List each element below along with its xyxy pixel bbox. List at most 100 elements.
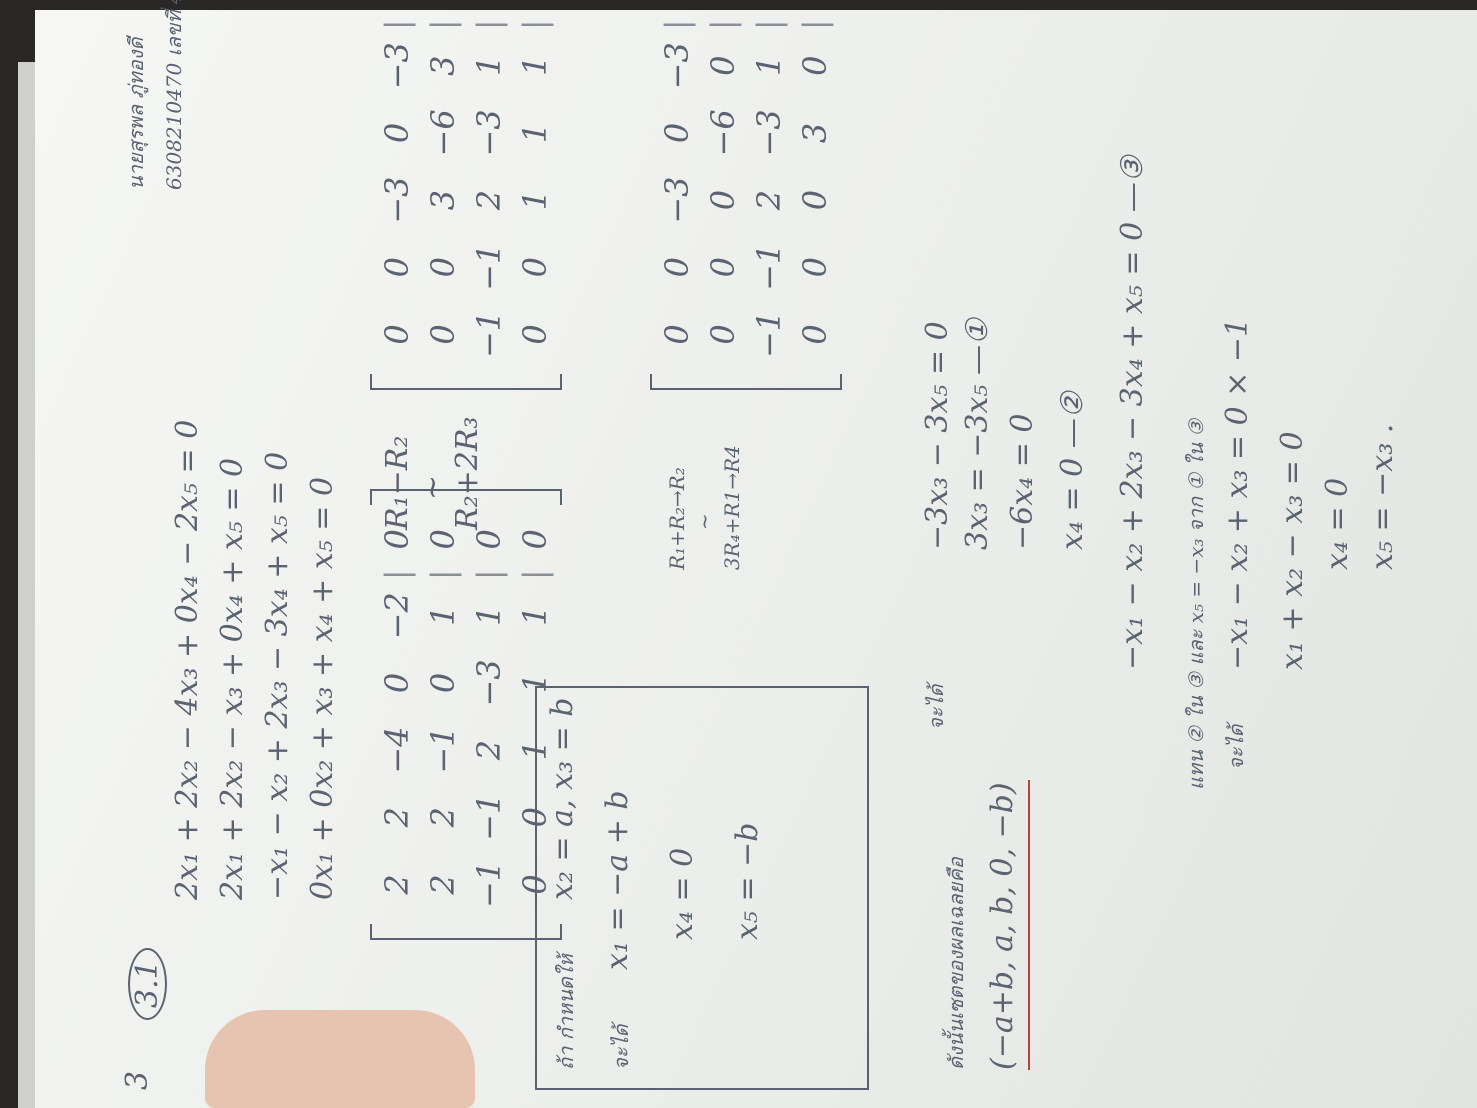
answer-underline bbox=[1028, 780, 1030, 1070]
matrix-cell: 0 bbox=[516, 529, 554, 550]
augment-separator: | bbox=[796, 19, 834, 31]
problem-label: 3.1 bbox=[128, 948, 167, 1020]
student-id: 6308210470 เลขที่ 44 bbox=[162, 0, 186, 190]
matrix-cell: 1 bbox=[470, 55, 508, 76]
matrix-cell: 1 bbox=[470, 605, 508, 626]
matrix-cell: 0 bbox=[424, 672, 462, 694]
matrix-cell: −3 bbox=[378, 42, 416, 90]
matrix-cell: 3 bbox=[424, 55, 462, 76]
matrix-cell: 3 bbox=[424, 189, 462, 211]
substitution-line-2: x₁ + x₂ − x₃ = 0 bbox=[1275, 431, 1310, 670]
matrix-cell: −3 bbox=[378, 176, 416, 224]
matrix-row: 00−30−3|0 bbox=[654, 0, 700, 368]
row-op-1a: R₁−R₂ bbox=[380, 435, 415, 530]
matrix-cell: 2 bbox=[424, 807, 462, 828]
matrix-cell: 0 bbox=[796, 189, 834, 211]
matrix-cell: 0 bbox=[516, 324, 554, 345]
matrix-cell: 2 bbox=[470, 739, 508, 761]
worksheet-page: นายสุรพล ภู่ทองดี 6308210470 เลขที่ 44 3… bbox=[80, 0, 1430, 1090]
box-line-1-label: ถ้า กำหนดให้ bbox=[554, 954, 578, 1070]
row-op-2-tilde: ~ bbox=[692, 513, 716, 530]
matrix-cell: 0 bbox=[466, 0, 512, 17]
augment-separator: | bbox=[750, 19, 788, 31]
augment-separator: | bbox=[424, 569, 462, 581]
equation-3: −x₁ − x₂ + 2x₃ − 3x₄ + x₅ = 0 bbox=[260, 451, 295, 900]
derivation-line-5: −x₁ − x₂ + 2x₃ − 3x₄ + x₅ = 0 —③ bbox=[1115, 155, 1150, 670]
row-op-1b: R₂+2R₃ bbox=[450, 416, 485, 530]
answer-label: ดังนั้นเซตของผลเฉลยคือ bbox=[944, 857, 968, 1070]
augment-separator: | bbox=[378, 19, 416, 31]
augment-separator: | bbox=[516, 19, 554, 31]
matrix-cell: 2 bbox=[424, 874, 462, 895]
matrix-cell: −6 bbox=[704, 109, 742, 157]
matrix-cell: −3 bbox=[658, 176, 696, 224]
matrix-cell: −1 bbox=[470, 860, 508, 908]
augment-separator: | bbox=[704, 19, 742, 31]
substitution-line-4: x₅ = −x₃ . bbox=[1365, 423, 1400, 570]
equation-1: 2x₁ + 2x₂ − 4x₃ + 0x₄ − 2x₅ = 0 bbox=[170, 419, 205, 900]
row-op-1-tilde: ~ bbox=[415, 474, 450, 500]
matrix-cell: 1 bbox=[516, 189, 554, 211]
matrix-cell: 0 bbox=[420, 0, 466, 17]
box-value-x5: x₅ = −b bbox=[730, 822, 765, 941]
matrix-cell: 3 bbox=[796, 122, 834, 144]
matrix-row: −1−12−31|0 bbox=[746, 0, 792, 368]
matrix-cell: −1 bbox=[470, 243, 508, 291]
answer-tuple: (−a+b, a, b, 0, −b) bbox=[985, 782, 1020, 1070]
matrix-cell: 1 bbox=[424, 605, 462, 626]
matrix-cell: 0 bbox=[658, 122, 696, 144]
matrix-cell: 0 bbox=[424, 324, 462, 345]
box-value-x1: x₁ = −a + b bbox=[600, 790, 635, 970]
substitution-line-3: x₄ = 0 bbox=[1320, 477, 1355, 570]
matrix-cell: −1 bbox=[470, 310, 508, 358]
matrix-cell: 0 bbox=[378, 324, 416, 345]
matrix-cell: 1 bbox=[516, 605, 554, 626]
equation-4: 0x₁ + 0x₂ + x₃ + x₄ + x₅ = 0 bbox=[305, 476, 340, 900]
matrix-cell: −3 bbox=[470, 109, 508, 157]
box-value-x4: x₄ = 0 bbox=[665, 847, 700, 940]
matrix-cell: 0 bbox=[746, 0, 792, 17]
row-op-2b: 3R₄+R1→R4 bbox=[720, 445, 744, 570]
matrix-cell: 0 bbox=[512, 0, 558, 17]
augment-separator: | bbox=[516, 569, 554, 581]
matrix-cell: −4 bbox=[378, 726, 416, 774]
matrix-cell: 2 bbox=[470, 189, 508, 211]
matrix-cell: 0 bbox=[378, 122, 416, 144]
augment-separator: | bbox=[470, 19, 508, 31]
matrix-row: 00−30−3|0 bbox=[374, 0, 420, 368]
derivation-line-3: −6x₄ = 0 bbox=[1005, 413, 1040, 550]
matrix-cell: 0 bbox=[424, 257, 462, 278]
matrix-cell: −1 bbox=[424, 726, 462, 774]
matrix-cell: 2 bbox=[750, 189, 788, 211]
box-line-2-label: จะได้ bbox=[609, 1024, 633, 1070]
augmented-matrix-3: 00−30−3|0000−60|0−1−12−31|000030|0 bbox=[650, 0, 842, 390]
derivation-line-4: x₄ = 0 —② bbox=[1055, 391, 1090, 550]
matrix-cell: 0 bbox=[704, 189, 742, 211]
student-name: นายสุรพล ภู่ทองดี bbox=[124, 37, 148, 191]
matrix-cell: −6 bbox=[424, 109, 462, 157]
corner-mark: 3 bbox=[120, 1070, 155, 1090]
matrix-cell: 1 bbox=[516, 55, 554, 76]
augment-separator: | bbox=[424, 19, 462, 31]
matrix-cell: 0 bbox=[792, 0, 838, 17]
matrix-cell: 2 bbox=[378, 874, 416, 895]
matrix-cell: 1 bbox=[750, 55, 788, 76]
matrix-cell: 1 bbox=[516, 122, 554, 144]
matrix-row: −1 −1 2 −3 1 | 0 bbox=[466, 0, 512, 368]
matrix-cell: 0 bbox=[700, 0, 746, 17]
augment-separator: | bbox=[658, 19, 696, 31]
matrix-cell: −1 bbox=[470, 793, 508, 841]
matrix-cell: 0 bbox=[378, 672, 416, 694]
matrix-cell: 0 bbox=[658, 257, 696, 278]
solution-box bbox=[535, 686, 869, 1090]
derivation-line-2: 3x₃ = −3x₅ —① bbox=[960, 318, 995, 550]
paper-sheet bbox=[35, 10, 1477, 1108]
matrix-cell: 0 bbox=[796, 257, 834, 278]
matrix-row: 0 0 3 −6 3 | 0 bbox=[420, 0, 466, 368]
derivation-line-1: −3x₃ − 3x₅ = 0 bbox=[920, 321, 955, 550]
matrix-cell: 0 bbox=[704, 257, 742, 278]
